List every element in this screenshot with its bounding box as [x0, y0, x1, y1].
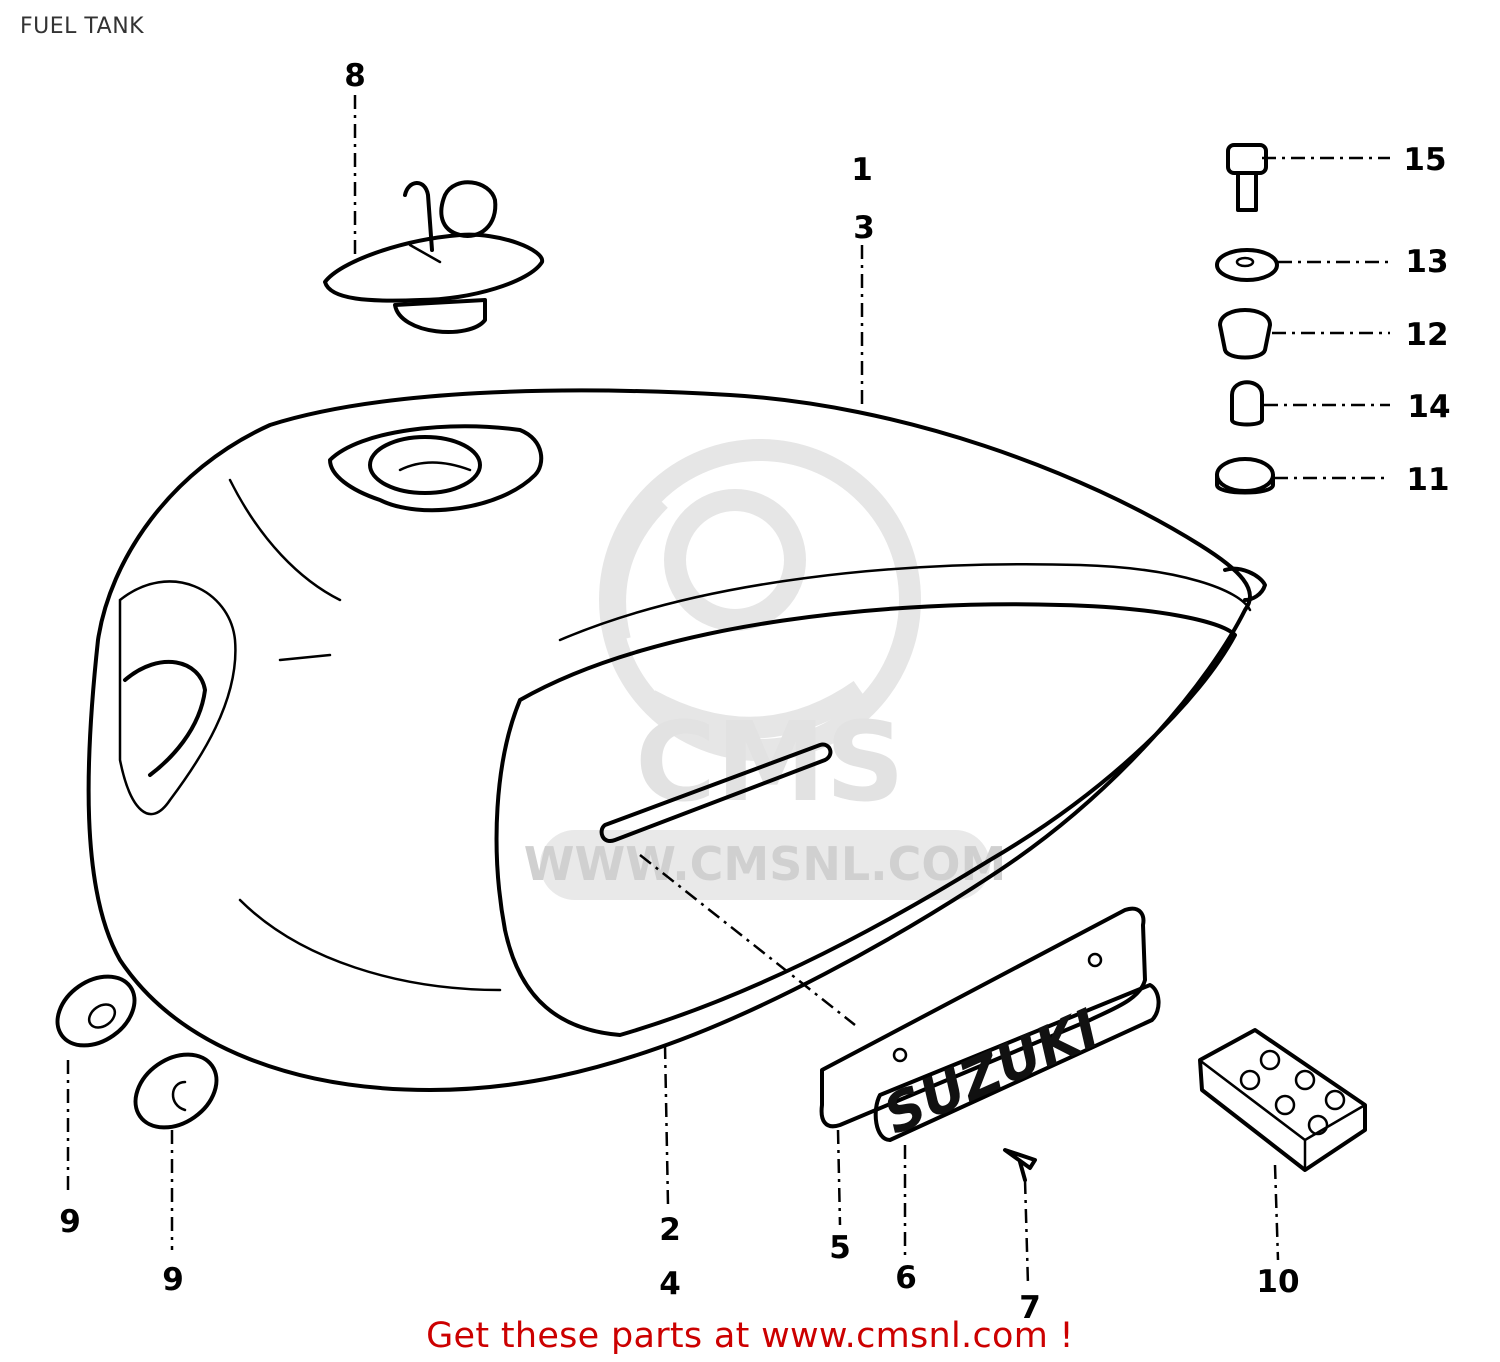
callout-labels: 1 3 8 15 13 12 14 11 2 4 5 6 7 9 9 10: [59, 58, 1450, 1326]
callout-9-right: 9: [162, 1262, 184, 1298]
fuel-cap[interactable]: [323, 180, 544, 334]
callout-15: 15: [1403, 142, 1446, 178]
leader-lines: [66, 95, 1390, 1286]
callout-10: 10: [1256, 1264, 1299, 1300]
washer-13[interactable]: [1215, 248, 1279, 282]
cushion-9-right[interactable]: [122, 1040, 231, 1143]
page-title: FUEL TANK: [20, 14, 145, 39]
grommet-12[interactable]: [1218, 308, 1272, 360]
cushion-11[interactable]: [1215, 457, 1275, 495]
watermark-url-text: WWW.CMSNL.COM: [524, 837, 1007, 891]
callout-9-left: 9: [59, 1204, 81, 1240]
callout-7: 7: [1019, 1290, 1041, 1326]
callout-11: 11: [1406, 462, 1449, 498]
rubber-block-10[interactable]: [1198, 1028, 1367, 1172]
emblem-plate-5[interactable]: [819, 906, 1147, 1129]
callout-5: 5: [829, 1230, 851, 1266]
callout-6: 6: [895, 1260, 917, 1296]
cms-watermark: CMS WWW.CMSNL.COM: [524, 439, 1007, 900]
callout-1: 1: [851, 152, 873, 188]
bolt-15[interactable]: [1226, 143, 1268, 212]
callout-4: 4: [659, 1266, 681, 1302]
callout-3: 3: [853, 210, 875, 246]
cushion-9-left[interactable]: [44, 962, 147, 1059]
callout-8: 8: [344, 58, 366, 94]
callout-2: 2: [659, 1212, 681, 1248]
screw-7[interactable]: [1003, 1148, 1037, 1182]
fuel-tank[interactable]: [86, 388, 1267, 1092]
callout-12: 12: [1405, 317, 1448, 353]
spacer-14[interactable]: [1230, 380, 1264, 427]
callout-13: 13: [1405, 244, 1448, 280]
svg-text:SUZUKI: SUZUKI: [875, 997, 1109, 1147]
footer-cta-link[interactable]: Get these parts at www.cmsnl.com !: [426, 1316, 1074, 1356]
callout-14: 14: [1407, 389, 1450, 425]
